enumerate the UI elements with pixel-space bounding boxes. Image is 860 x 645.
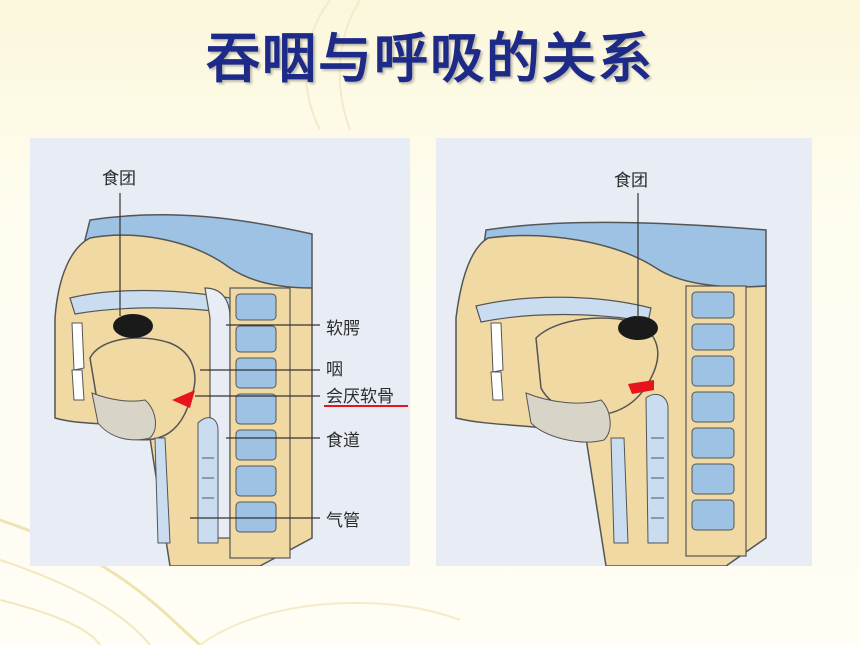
label-bolus: 食团 [102,169,136,189]
bolus-mass-left [113,314,153,338]
diagram-swallowing-right: 食团 [436,138,812,566]
epiglottis-marker-left [172,390,195,408]
label-pharynx: 咽 [326,360,343,380]
label-trachea: 气管 [326,511,360,531]
label-esophagus: 食道 [326,431,360,451]
label-soft-palate: 软腭 [326,319,360,339]
bolus-mass-right [618,316,658,340]
diagram-swallowing-left: 食团 软腭 咽 会厌软骨 食道 气管 [30,138,410,566]
page-title: 吞咽与呼吸的关系 [206,26,654,90]
epiglottis-marker-right [628,380,654,394]
label-epiglottis: 会厌软骨 [326,387,394,407]
label-bolus-right: 食团 [614,171,648,191]
